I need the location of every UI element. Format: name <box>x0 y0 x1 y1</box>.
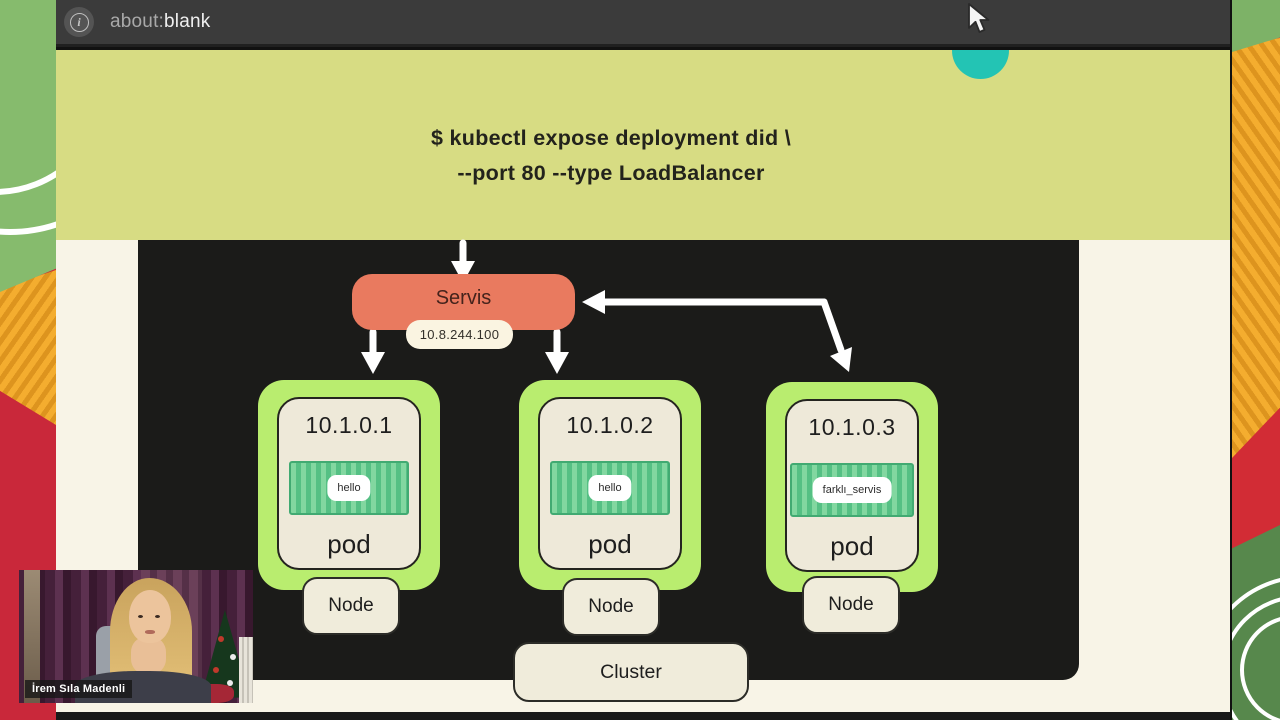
pod-ip: 10.1.0.2 <box>566 412 654 438</box>
url-scheme: about: <box>110 11 165 32</box>
service-ip-badge: 10.8.244.100 <box>406 320 513 349</box>
command-line-1: $ kubectl expose deployment did \ <box>431 126 791 150</box>
page-info-button[interactable]: i <box>64 7 94 37</box>
white-arc <box>0 0 56 235</box>
right-festive-decoration <box>1232 0 1280 720</box>
gold-ribbon-stripes <box>1232 38 1280 458</box>
pod-label: pod <box>327 529 371 559</box>
person-face <box>128 589 172 644</box>
bauble <box>217 636 224 643</box>
mouse-cursor-icon <box>968 3 990 33</box>
container-label: hello <box>588 475 632 501</box>
url-text[interactable]: about:blank <box>110 11 210 33</box>
node-3: 10.1.0.3 farklı_servis pod <box>766 382 938 592</box>
eye <box>138 614 144 618</box>
container-label: hello <box>327 475 371 501</box>
left-festive-decoration <box>0 0 56 720</box>
bauble <box>229 653 236 660</box>
browser-address-bar[interactable]: i about:blank <box>56 0 1230 47</box>
container-icon: hello <box>550 461 670 515</box>
bauble <box>213 666 220 673</box>
node-label-3: Node <box>802 576 900 634</box>
command-line-2: --port 80 --type LoadBalancer <box>457 161 765 185</box>
green-paper-shape <box>0 0 56 292</box>
url-host: blank <box>164 11 211 32</box>
pod-label: pod <box>830 531 874 561</box>
node-label-1: Node <box>302 577 400 635</box>
radiator <box>238 636 253 703</box>
bottom-letterbox <box>56 712 1230 720</box>
kubectl-command-banner: $ kubectl expose deployment did \ --port… <box>56 50 1230 240</box>
pod-box: 10.1.0.1 hello pod <box>277 397 421 570</box>
bauble <box>227 680 234 687</box>
mouth <box>144 630 155 635</box>
participant-name-badge: İrem Sıla Madenli <box>25 680 133 698</box>
container-icon: farklı_servis <box>790 463 914 517</box>
cluster-box: Cluster <box>513 642 749 702</box>
eye <box>155 614 161 618</box>
info-icon: i <box>69 12 89 32</box>
container-icon: hello <box>289 461 409 515</box>
pod-ip: 10.1.0.3 <box>808 414 896 440</box>
container-label: farklı_servis <box>812 477 892 503</box>
dark-green-paper-shape <box>1232 525 1280 720</box>
white-arc <box>1232 575 1280 720</box>
pod-box: 10.1.0.2 hello pod <box>538 397 682 570</box>
pod-box: 10.1.0.3 farklı_servis pod <box>785 399 919 572</box>
node-1: 10.1.0.1 hello pod <box>258 380 440 590</box>
node-label-2: Node <box>562 578 660 636</box>
pod-ip: 10.1.0.1 <box>305 412 393 438</box>
curtain-edge <box>23 570 41 703</box>
webcam-overlay: İrem Sıla Madenli <box>19 570 253 703</box>
node-2: 10.1.0.2 hello pod <box>519 380 701 590</box>
pod-label: pod <box>588 529 632 559</box>
